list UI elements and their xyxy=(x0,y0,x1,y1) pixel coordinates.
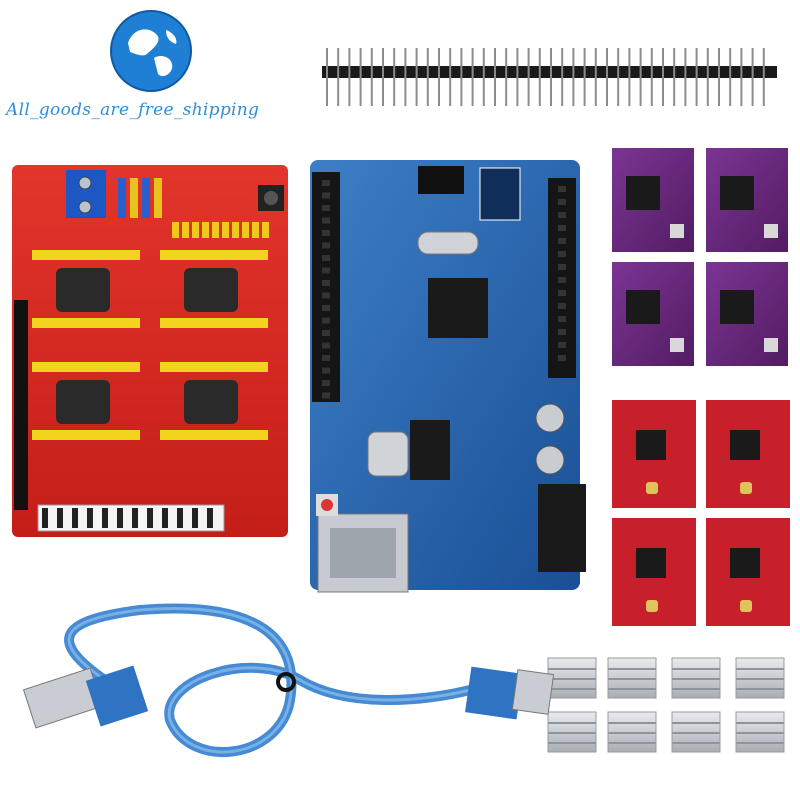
a4988-drivers xyxy=(612,400,790,626)
brand-watermark: All_goods_are_free_shipping xyxy=(6,100,260,120)
drv8825-drivers xyxy=(612,148,788,366)
heatsinks xyxy=(547,657,785,753)
cnc-shield-board xyxy=(12,165,288,537)
arduino-uno-board xyxy=(310,160,586,593)
globe-icon xyxy=(108,8,194,94)
usb-cable xyxy=(22,603,555,757)
pin-header-strip xyxy=(322,48,777,106)
